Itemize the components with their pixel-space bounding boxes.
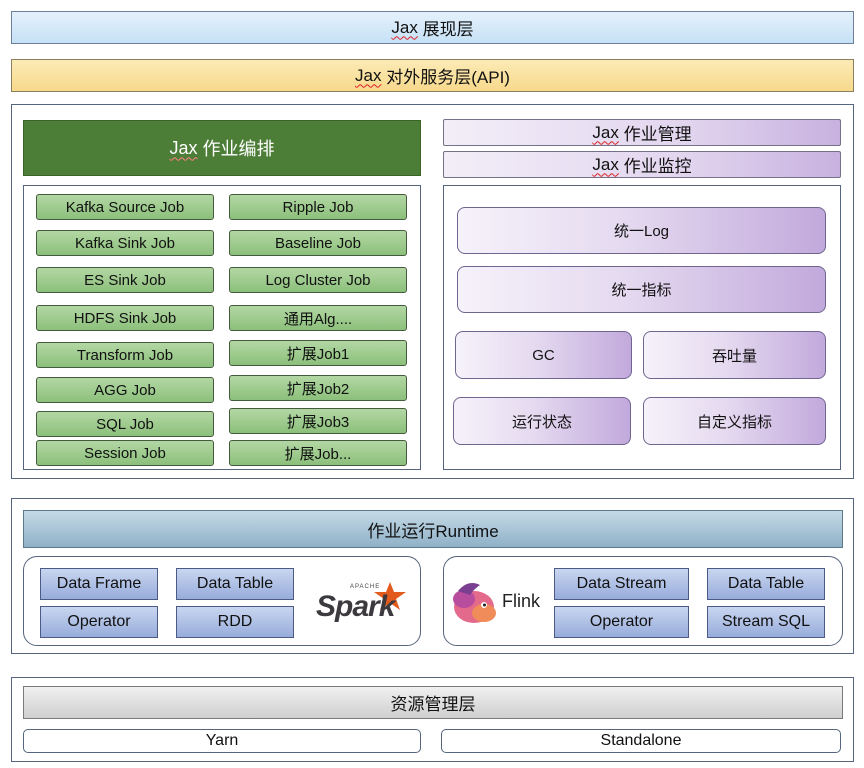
job-baseline: Baseline Job <box>229 230 407 256</box>
resource-standalone: Standalone <box>441 729 841 753</box>
display-layer-bar: Jax 展现层 <box>11 11 854 44</box>
flink-operator: Operator <box>554 606 689 638</box>
job-extension-1: 扩展Job1 <box>229 340 407 366</box>
flink-data-table: Data Table <box>707 568 825 600</box>
monitor-unified-metrics: 统一指标 <box>457 266 826 313</box>
runtime-header: 作业运行Runtime <box>23 510 843 548</box>
management-header: Jax 作业管理 <box>443 119 841 146</box>
job-sql: SQL Job <box>36 411 214 437</box>
spark-logo-top: APACHE <box>350 584 381 590</box>
job-kafka-sink: Kafka Sink Job <box>36 230 214 256</box>
flink-squirrel-icon <box>453 583 496 623</box>
api-layer-label: 对外服务层(API) <box>386 68 510 87</box>
monitor-unified-log: 统一Log <box>457 207 826 254</box>
monitor-throughput: 吞吐量 <box>643 331 826 379</box>
job-extension-3: 扩展Job3 <box>229 408 407 434</box>
api-layer-bar: Jax 对外服务层(API) <box>11 59 854 92</box>
monitoring-prefix: Jax <box>592 154 619 174</box>
display-layer-label: 展现层 <box>422 20 474 39</box>
monitor-custom-metrics: 自定义指标 <box>643 397 826 445</box>
job-kafka-source: Kafka Source Job <box>36 194 214 220</box>
resource-header: 资源管理层 <box>23 686 843 719</box>
job-ripple: Ripple Job <box>229 194 407 220</box>
spark-data-frame: Data Frame <box>40 568 158 600</box>
monitor-run-status: 运行状态 <box>453 397 631 445</box>
monitoring-header: Jax 作业监控 <box>443 151 841 178</box>
monitoring-frame <box>443 185 841 470</box>
spark-operator: Operator <box>40 606 158 638</box>
spark-rdd: RDD <box>176 606 294 638</box>
spark-logo: APACHE Spark <box>312 580 412 628</box>
job-transform: Transform Job <box>36 342 214 368</box>
display-layer-prefix: Jax <box>391 17 418 37</box>
orchestration-prefix: Jax <box>169 137 198 158</box>
resource-yarn: Yarn <box>23 729 421 753</box>
flink-stream-sql: Stream SQL <box>707 606 825 638</box>
spark-star-icon <box>374 582 406 610</box>
spark-logo-name: Spark <box>316 590 395 623</box>
job-hdfs-sink: HDFS Sink Job <box>36 305 214 331</box>
jobs-frame <box>23 185 421 470</box>
flink-data-stream: Data Stream <box>554 568 689 600</box>
spark-data-table: Data Table <box>176 568 294 600</box>
job-session: Session Job <box>36 440 214 466</box>
job-log-cluster: Log Cluster Job <box>229 267 407 293</box>
job-extension-more: 扩展Job... <box>229 440 407 466</box>
orchestration-title: 作业编排 <box>202 139 275 159</box>
management-prefix: Jax <box>592 122 619 142</box>
monitoring-label: 作业监控 <box>623 157 692 176</box>
job-es-sink: ES Sink Job <box>36 267 214 293</box>
job-extension-2: 扩展Job2 <box>229 375 407 401</box>
job-generic-alg: 通用Alg.... <box>229 305 407 331</box>
flink-logo: Flink <box>450 577 550 627</box>
orchestration-header: Jax 作业编排 <box>23 120 421 176</box>
api-layer-prefix: Jax <box>355 65 382 85</box>
job-agg: AGG Job <box>36 377 214 403</box>
flink-logo-name: Flink <box>502 591 541 611</box>
monitor-gc: GC <box>455 331 632 379</box>
management-label: 作业管理 <box>623 125 692 144</box>
